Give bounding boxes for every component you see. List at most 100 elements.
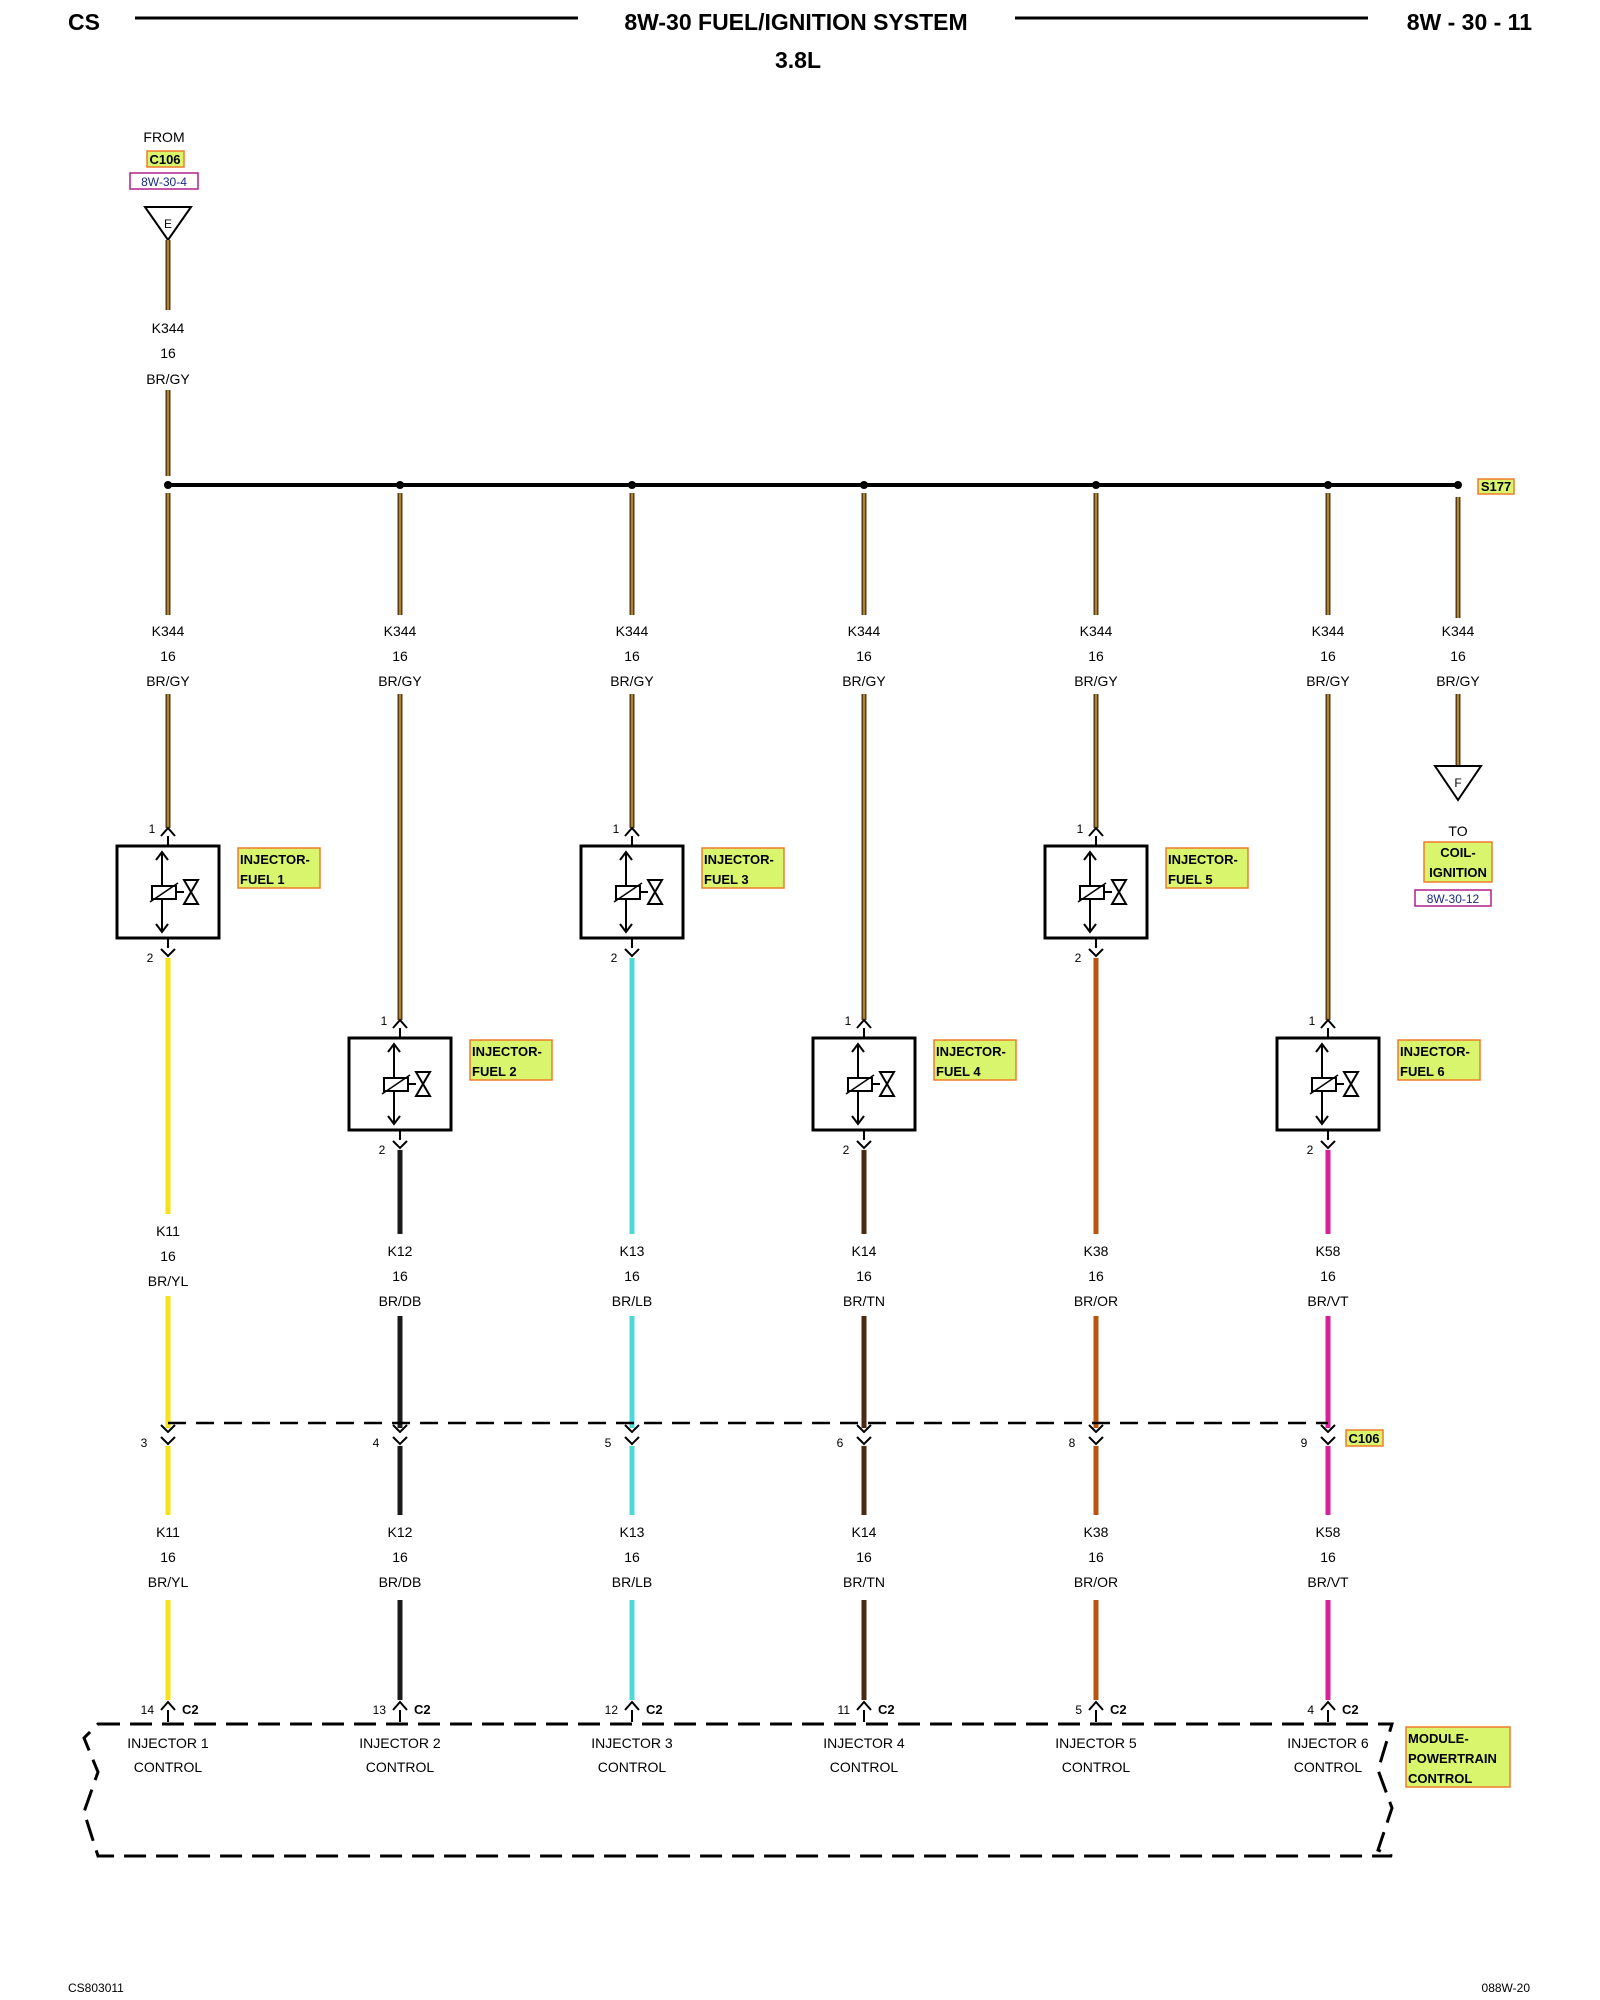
footer-right-code: 088W-20 <box>1482 1981 1531 1995</box>
injector-name-line1: INJECTOR- <box>936 1044 1006 1059</box>
control-wire-gauge: 16 <box>160 1248 176 1264</box>
feed-wire-gauge: 16 <box>392 648 408 664</box>
inline-connector-c106: C106 <box>168 1421 1384 1447</box>
feed-wire-circuit: K344 <box>1312 623 1345 639</box>
coil-arrow-up <box>1083 850 1097 861</box>
destination-name-highlight <box>1423 841 1493 883</box>
control-wire-circuit: K58 <box>1316 1243 1341 1259</box>
pcm-wire-gauge: 16 <box>1320 1549 1336 1565</box>
control-wire-color: BR/LB <box>612 1293 652 1309</box>
feed-wire-gauge: 16 <box>856 648 872 664</box>
coil-arrow-down <box>1083 923 1097 934</box>
pcm-pin-number: 11 <box>838 1703 851 1717</box>
solenoid-slash <box>381 1074 411 1095</box>
pin-in-arrow <box>856 1018 872 1029</box>
pcm-wire-gauge: 16 <box>1088 1549 1104 1565</box>
pcm-pin-number: 14 <box>141 1703 155 1717</box>
header-title: 8W-30 FUEL/IGNITION SYSTEM <box>624 9 967 35</box>
c106-chevron-upper <box>1088 1424 1104 1434</box>
feed-wire-circuit: K344 <box>384 623 417 639</box>
destination-terminal-triangle <box>1433 765 1483 802</box>
control-wire-circuit: K13 <box>620 1243 645 1259</box>
source-wire-gauge: 16 <box>160 345 176 361</box>
pin-out-chevron <box>856 1140 872 1150</box>
control-wire-color: BR/TN <box>843 1293 885 1309</box>
c106-chevron-upper <box>856 1424 872 1434</box>
pin-out-chevron <box>1320 1140 1336 1150</box>
injector-pin-out: 2 <box>1307 1143 1314 1157</box>
feed-wire-gauge: 16 <box>624 648 640 664</box>
pin-in-arrow <box>1088 826 1104 837</box>
valve-icon <box>1110 879 1128 905</box>
pcm-connector-label: C2 <box>878 1702 895 1717</box>
pin-out-chevron <box>392 1140 408 1150</box>
injector-pin-in: 1 <box>613 822 620 836</box>
pcm-pin-arrow <box>856 1700 872 1711</box>
feed-wire-gauge: 16 <box>1320 648 1336 664</box>
feed-wire-circuit: K344 <box>152 623 185 639</box>
injector-name-highlight <box>1397 1039 1481 1081</box>
feed-wire-color: BR/GY <box>146 673 190 689</box>
c106-chevron-lower <box>1088 1436 1104 1446</box>
pcm-connector-label: C2 <box>1110 1702 1127 1717</box>
coil-arrow-down <box>851 1115 865 1126</box>
c106-chevron-lower <box>392 1436 408 1446</box>
injector-name-highlight <box>701 847 785 889</box>
pcm-wire-circuit: K14 <box>852 1524 877 1540</box>
splice-node <box>1454 481 1462 489</box>
injector-pin-in: 1 <box>1309 1014 1316 1028</box>
pcm-pin-arrow <box>160 1700 176 1711</box>
pcm-wire-circuit: K58 <box>1316 1524 1341 1540</box>
injector-name-line2: FUEL 4 <box>936 1064 981 1079</box>
pcm-control-label-line1: INJECTOR 3 <box>591 1735 673 1751</box>
pcm-control-label-line1: INJECTOR 1 <box>127 1735 209 1751</box>
coil-arrow-up <box>155 850 169 861</box>
pcm-control-label-line2: CONTROL <box>1294 1759 1363 1775</box>
pcm-name-line3: CONTROL <box>1408 1771 1472 1786</box>
footer-left-code: CS803011 <box>68 1981 124 1995</box>
splice-node <box>396 481 404 489</box>
feed-wire-circuit: K344 <box>1080 623 1113 639</box>
source-direction: FROM <box>143 129 184 145</box>
injector-name-line2: FUEL 2 <box>472 1064 517 1079</box>
c106-chevron-upper <box>160 1424 176 1434</box>
injector-name-line1: INJECTOR- <box>704 852 774 867</box>
pcm-name-highlight <box>1405 1726 1511 1788</box>
pcm-connector-label: C2 <box>182 1702 199 1717</box>
pcm-wire-gauge: 16 <box>392 1549 408 1565</box>
feed-wire-gauge: 16 <box>160 648 176 664</box>
control-wire-color: BR/VT <box>1307 1293 1349 1309</box>
valve-icon <box>1342 1071 1360 1097</box>
destination-page-ref-box <box>1414 889 1492 907</box>
c106-chevron-upper <box>392 1424 408 1434</box>
source-connector-highlight <box>146 150 185 168</box>
pcm-control-label-line1: INJECTOR 2 <box>359 1735 441 1751</box>
solenoid-slash <box>149 882 179 903</box>
injector-name-highlight <box>1165 847 1249 889</box>
pin-out-chevron <box>1088 948 1104 958</box>
pcm-wire-color: BR/VT <box>1307 1574 1349 1590</box>
c106-pin-number: 6 <box>837 1436 844 1450</box>
pcm-wire-circuit: K38 <box>1084 1524 1109 1540</box>
splice-node <box>860 481 868 489</box>
control-wire-color: BR/DB <box>379 1293 422 1309</box>
solenoid-slash <box>845 1074 875 1095</box>
pcm-pin-arrow <box>1088 1700 1104 1711</box>
feed-wire-color: BR/GY <box>378 673 422 689</box>
coil-arrow-down <box>619 923 633 934</box>
pcm-pin-arrow <box>1320 1700 1336 1711</box>
pin-in-arrow <box>624 826 640 837</box>
c106-pin-number: 9 <box>1301 1436 1308 1450</box>
injector-name-highlight <box>469 1039 553 1081</box>
source-wire-color: BR/GY <box>146 371 190 387</box>
pcm-pin-arrow <box>392 1700 408 1711</box>
pcm-wire-gauge: 16 <box>160 1549 176 1565</box>
pcm-wire-circuit: K12 <box>388 1524 413 1540</box>
destination-connector: K344 16 BR/GY F TO COIL- IGNITION 8W-30-… <box>1414 497 1493 907</box>
destination-wire-circuit: K344 <box>1442 623 1475 639</box>
